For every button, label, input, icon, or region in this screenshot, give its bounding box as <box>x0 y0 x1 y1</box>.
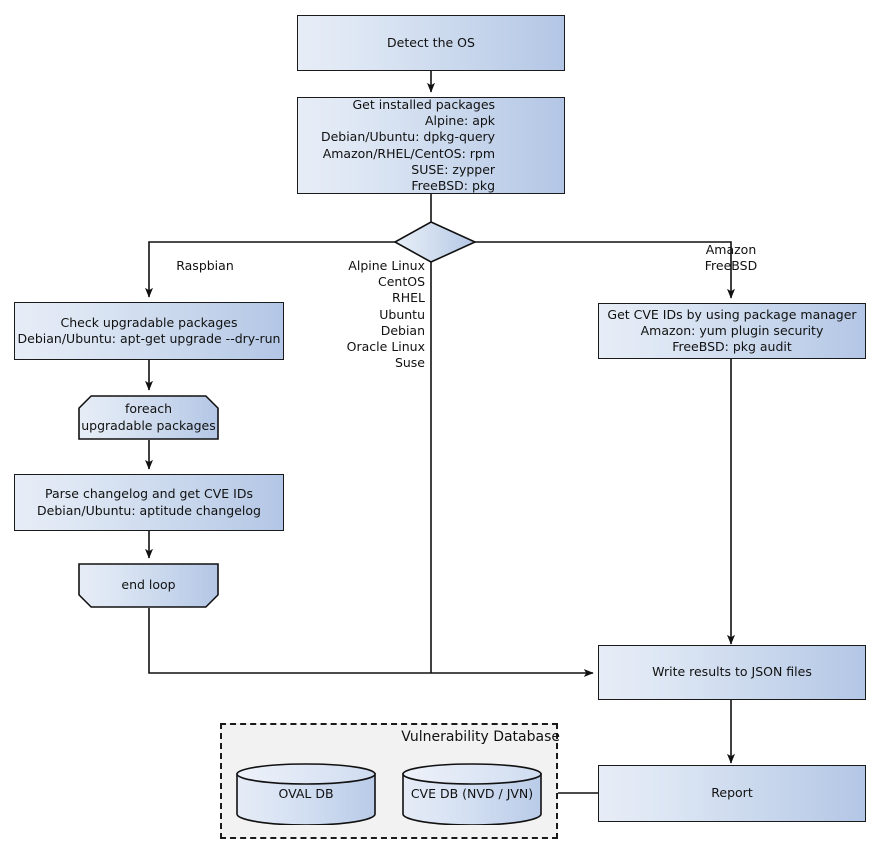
node-detect-os[interactable]: Detect the OS <box>297 15 565 71</box>
node-get-cve-ids[interactable]: Get CVE IDs by using package manager Ama… <box>598 303 866 359</box>
node-get-installed-packages[interactable]: Get installed packages Alpine: apk Debia… <box>297 97 565 194</box>
loop-end-shape <box>78 563 219 608</box>
node-foreach-loop-label: foreach upgradable packages <box>81 401 216 433</box>
oval-db-cylinder-shape <box>236 763 376 826</box>
edge-label-raspbian: Raspbian <box>176 258 234 273</box>
decision-diamond <box>393 221 477 263</box>
database-oval-db[interactable] <box>235 763 377 826</box>
database-cve-db-label: CVE DB (NVD / JVN) <box>410 786 534 801</box>
database-oval-db-label: OVAL DB <box>278 786 334 801</box>
edge-decision-left <box>145 241 395 298</box>
node-check-upgradable-packages[interactable]: Check upgradable packages Debian/Ubuntu:… <box>14 302 284 360</box>
node-end-loop[interactable]: end loop <box>78 563 219 608</box>
edge-endloop-to-write <box>148 608 594 677</box>
edge-label-distros: Alpine Linux CentOS RHEL Ubuntu Debian O… <box>346 258 425 371</box>
node-report[interactable]: Report <box>598 765 866 822</box>
node-write-results[interactable]: Write results to JSON files <box>598 645 866 700</box>
node-end-loop-label: end loop <box>121 577 176 593</box>
database-cve-db[interactable] <box>401 763 543 826</box>
edge-decision-right <box>475 241 735 299</box>
edge-label-amazon-freebsd: Amazon FreeBSD <box>704 242 758 274</box>
loop-start-shape <box>78 395 219 440</box>
node-parse-changelog[interactable]: Parse changelog and get CVE IDs Debian/U… <box>14 474 284 531</box>
node-foreach-loop[interactable]: foreach upgradable packages <box>78 395 219 440</box>
group-vulnerability-database-title: Vulnerability Database <box>401 729 560 745</box>
cve-db-cylinder-shape <box>402 763 542 826</box>
